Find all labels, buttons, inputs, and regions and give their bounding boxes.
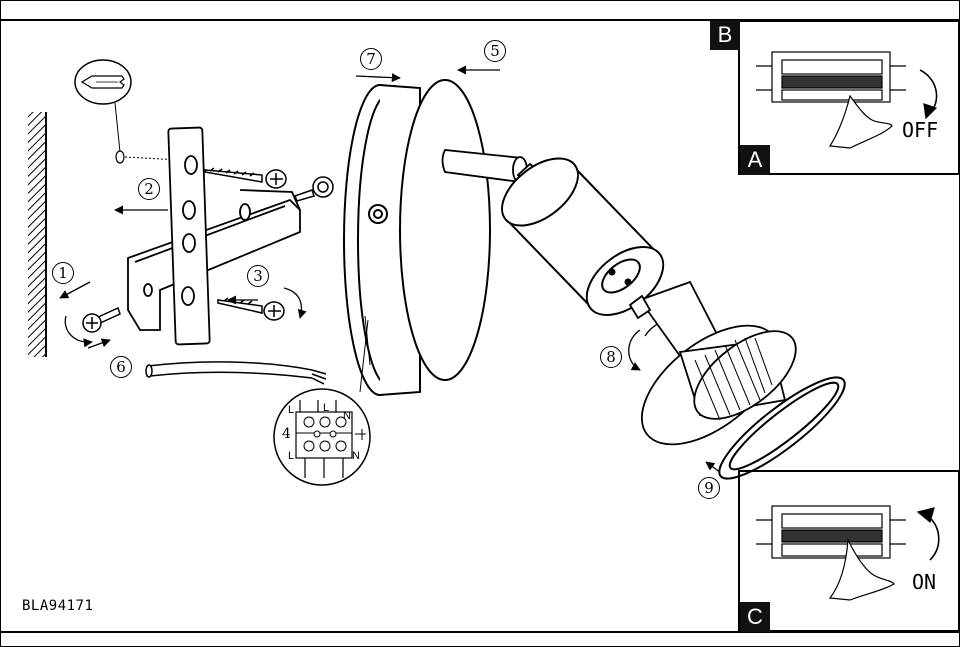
panel-switch-on — [738, 470, 960, 632]
step-8: 8 — [600, 346, 622, 368]
panel-tag-a: A — [740, 145, 770, 175]
model-code: BLA94171 — [22, 598, 94, 614]
step-9: 9 — [698, 477, 720, 499]
step-5: 5 — [484, 40, 506, 62]
wall-plug-callout — [74, 59, 181, 164]
label-off: OFF — [902, 118, 939, 142]
terminal-callout — [273, 319, 371, 486]
cable — [145, 361, 327, 385]
terminal-label-n-top: N — [343, 410, 351, 422]
terminal-label-n-bottom: N — [352, 450, 360, 462]
terminal-label-l-bottom: L — [288, 450, 295, 462]
screw-small-right — [294, 176, 334, 202]
terminal-label-l-top-2: L — [323, 402, 330, 414]
step-1: 1 — [52, 262, 74, 284]
gu10-bulb — [628, 280, 797, 446]
breaker-on — [756, 505, 940, 601]
step-2: 2 — [138, 178, 160, 200]
terminal-label-l-top: L — [288, 404, 295, 416]
step-4: 4 — [282, 426, 291, 442]
mounting-bracket — [127, 126, 301, 346]
breaker-off — [756, 51, 938, 149]
lens-ring — [718, 376, 846, 480]
wall — [28, 112, 47, 357]
panel-tag-c: C — [740, 602, 770, 632]
screw-small-left — [82, 306, 121, 333]
direction-arrows — [59, 65, 729, 479]
label-on: ON — [912, 570, 937, 594]
screw-top — [204, 167, 287, 189]
step-7: 7 — [360, 48, 382, 70]
canopy — [343, 79, 491, 396]
step-6: 6 — [110, 356, 132, 378]
panel-switch-off — [738, 20, 960, 175]
step-3: 3 — [247, 265, 269, 287]
panel-tag-b: B — [710, 20, 740, 50]
screw-bottom — [217, 297, 285, 321]
